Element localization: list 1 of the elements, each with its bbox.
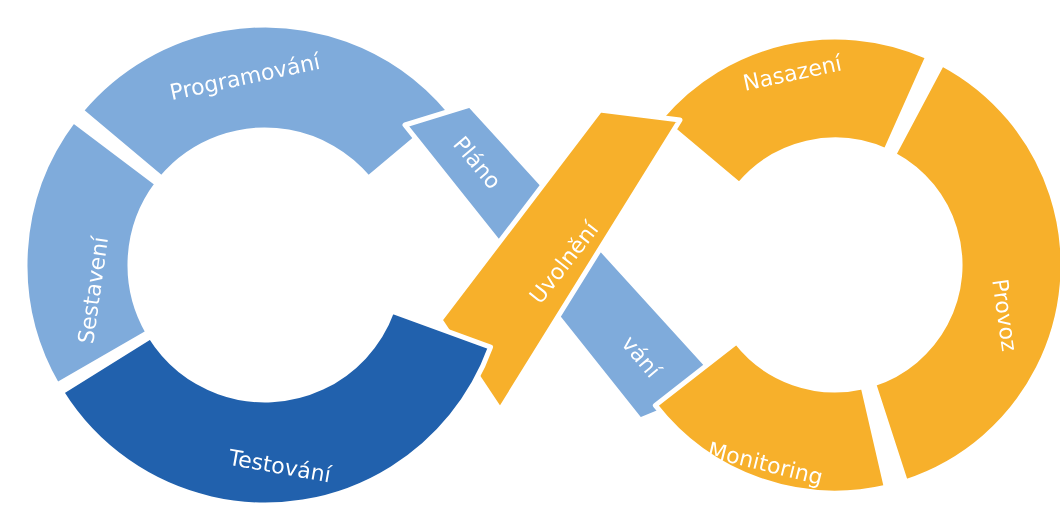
loop-segment: Sestavení — [22, 118, 160, 388]
